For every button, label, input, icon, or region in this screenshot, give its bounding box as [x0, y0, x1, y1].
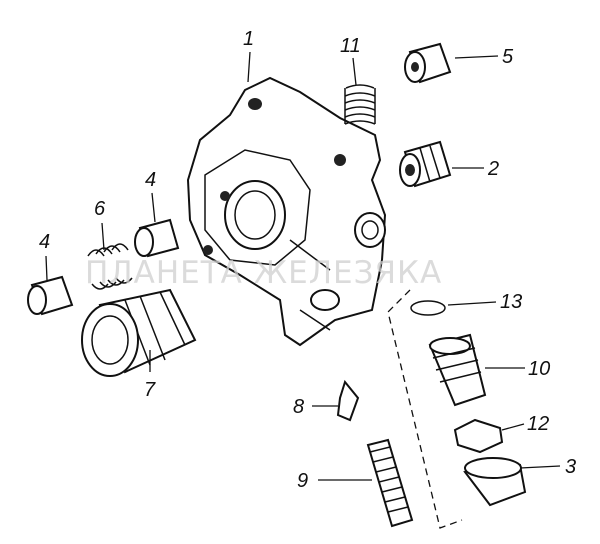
pump-housing: [186, 76, 387, 347]
plug-2: [399, 140, 452, 188]
sleeve-7: [81, 288, 197, 377]
watermark: ПЛАНЕТА ЖЕЛЕЗЯКА: [85, 255, 442, 291]
callout-3: 3: [565, 456, 576, 478]
callout-10: 10: [528, 358, 550, 380]
plug-4-left: [27, 275, 74, 316]
cap-3: [463, 457, 527, 507]
callout-9: 9: [297, 470, 308, 492]
plug-4-mid: [134, 218, 180, 258]
callout-13: 13: [500, 291, 522, 313]
callout-7: 7: [144, 379, 156, 401]
leader-lines: [45, 51, 561, 481]
callout-4-left: 4: [39, 231, 50, 253]
callout-8: 8: [293, 396, 304, 418]
fitting-10: [428, 333, 487, 407]
callout-4-mid: 4: [145, 169, 156, 191]
stud-9: [366, 438, 414, 528]
seal-ring-13: [410, 300, 446, 316]
nut-12: [453, 418, 504, 454]
valve-tip-8: [336, 379, 360, 422]
callout-6: 6: [94, 198, 106, 220]
callout-5: 5: [502, 46, 514, 68]
spring-11: [344, 84, 376, 125]
callout-12: 12: [527, 413, 549, 435]
assembly-bracket: [387, 289, 463, 529]
callout-11: 11: [340, 35, 361, 57]
callout-2: 2: [487, 158, 499, 180]
callout-1: 1: [243, 28, 254, 50]
plug-5: [404, 42, 452, 84]
